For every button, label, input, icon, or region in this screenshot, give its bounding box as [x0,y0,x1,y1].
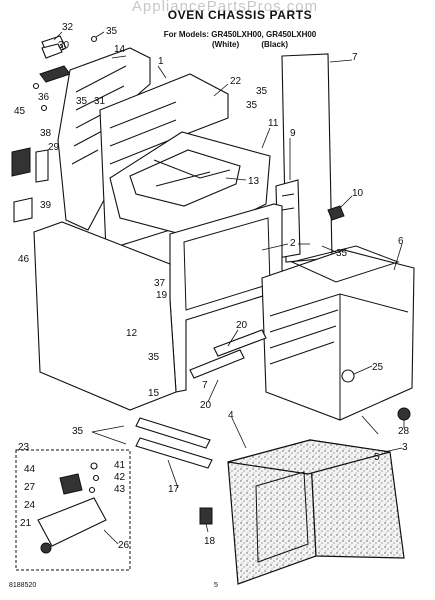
callout-c35f: 35 [148,352,160,363]
callout-c27: 27 [24,482,36,493]
callout-c7b: 7 [202,380,208,391]
part-leveling-leg [199,507,213,525]
part-rail-upper [213,329,267,357]
callout-c1: 1 [158,56,164,67]
callout-c12: 12 [126,328,138,339]
inset-box [15,449,131,571]
part-rail-17 [135,437,213,469]
callout-c35a: 35 [106,26,118,37]
part-insulation-top [227,439,391,475]
watermark: AppliancePartsPros.com [131,0,319,15]
part-screw [90,35,98,43]
callout-c11: 11 [268,118,279,129]
callout-c35b: 35 [246,100,258,111]
callout-c36: 36 [38,92,50,103]
callout-c7a: 7 [352,52,358,63]
callout-c35e: 35 [336,248,348,259]
callout-c13: 13 [248,176,260,187]
part-drawer-roller [341,369,355,383]
callout-c21: 21 [20,518,32,529]
model-numbers: For Models: GR450LXH00, GR450LXH00 [163,30,317,39]
part-top-bracket [41,35,67,59]
callout-c4: 4 [228,410,234,421]
part-drawer-stop [397,407,411,421]
callout-c14: 14 [114,44,126,55]
part-small-bracket [35,149,49,183]
callout-c41: 41 [114,460,126,471]
page-number: 5 [214,582,218,589]
callout-c2: 2 [290,238,296,249]
part-ignitor-bracket [37,497,107,547]
model-colors: (White) (Black) [212,40,288,49]
diagram-title: OVEN CHASSIS PARTS [167,8,313,22]
part-switch-block [11,147,31,177]
callout-c24: 24 [24,500,36,511]
callout-c17: 17 [168,484,180,495]
callout-c45: 45 [14,106,26,117]
callout-c15: 15 [148,388,160,399]
callout-c26: 26 [118,540,130,551]
part-rail-15 [135,417,211,449]
document-number: 8188520 [9,582,37,589]
part-washer [92,474,100,482]
callout-c35c: 35 [256,86,268,97]
part-screw [40,104,48,112]
part-left-side-panel [33,221,177,411]
callout-c20a: 20 [236,320,248,331]
callout-c23: 23 [18,442,30,453]
callout-c19: 19 [156,290,168,301]
part-orifice [40,542,52,554]
callout-c46: 46 [18,254,30,265]
callout-c25: 25 [372,362,384,373]
callout-c5: 5 [374,452,380,463]
part-rail-lower [189,349,245,379]
callout-c3: 3 [402,442,408,453]
callout-c6: 6 [398,236,404,247]
part-valve [59,473,83,495]
callout-c10: 10 [352,188,364,199]
callout-c29: 29 [48,142,60,153]
callout-c38: 38 [40,128,52,139]
callout-c30: 30 [58,40,70,51]
part-small-plate [39,65,71,83]
callout-c28: 28 [398,426,410,437]
callout-c9: 9 [290,128,296,139]
callout-c44: 44 [24,464,36,475]
callout-c42: 42 [114,472,126,483]
callout-c37: 37 [154,278,166,289]
callout-c20b: 20 [200,400,212,411]
part-broiler-drawer [261,249,415,421]
part-pad [13,197,33,223]
part-nut [88,486,96,494]
part-bolt [90,462,98,470]
part-regulator [327,205,345,221]
callout-c39: 39 [40,200,52,211]
part-screw [32,82,40,90]
callout-c35g: 35 [72,426,84,437]
callout-c31: 31 [94,96,106,107]
callout-c43: 43 [114,484,126,495]
callout-c22: 22 [230,76,242,87]
callout-c18: 18 [204,536,216,547]
callout-c32: 32 [62,22,74,33]
leader-lines [53,31,405,545]
callout-c35d: 35 [76,96,88,107]
